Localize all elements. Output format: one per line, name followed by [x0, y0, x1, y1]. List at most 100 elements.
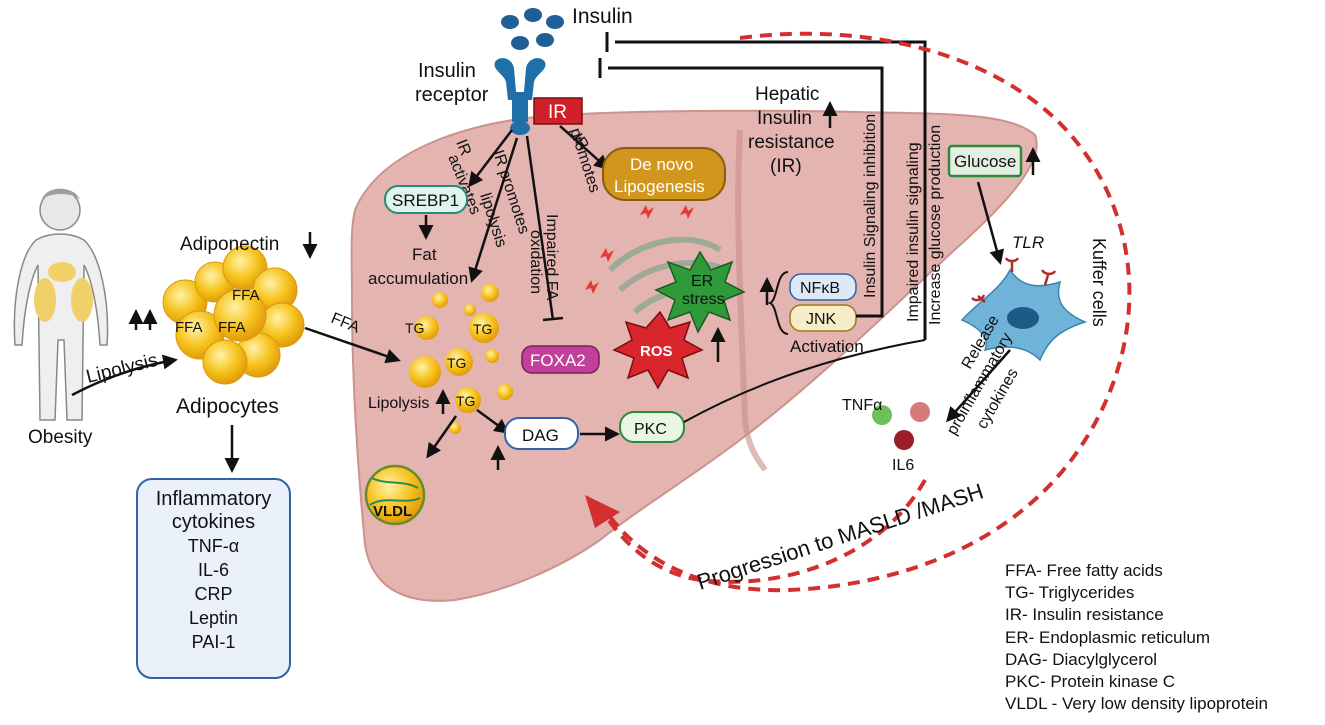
svg-text:JNK: JNK	[806, 311, 837, 328]
tg-label-3: TG	[447, 355, 466, 371]
stress-bolts	[585, 205, 694, 294]
obesity-to-adipocytes-arrow	[71, 354, 178, 397]
kuffer-cells-label: Kuffer cells	[1089, 238, 1109, 327]
svg-text:ROS: ROS	[640, 343, 673, 360]
cytokine-spheres	[872, 402, 930, 450]
il6-label: IL6	[892, 457, 914, 474]
legend-item: ER- Endoplasmic reticulum	[1005, 627, 1211, 647]
insulin-molecules	[501, 8, 564, 50]
legend-item: DAG- Diacylglycerol	[1005, 649, 1158, 669]
svg-text:PKC: PKC	[634, 421, 667, 438]
pkc-to-signaling-line	[683, 339, 926, 423]
svg-text:IR: IR	[548, 102, 567, 123]
dag-node: DAG	[504, 417, 579, 450]
progression-arrows	[601, 31, 1132, 593]
pkc-node: PKC	[619, 411, 685, 443]
cytokine-item: PAI-1	[191, 632, 236, 652]
tnfa-label: TNFα	[842, 397, 882, 414]
ir-box: IR	[533, 97, 583, 125]
ffa-label-2: FFA	[175, 319, 203, 336]
lipolysis-obese-label: Lipolysis	[84, 350, 160, 388]
vldl-particle: VLDL	[364, 464, 426, 526]
activation-label: Activation	[790, 337, 864, 356]
ir-promotes-label-1: IR	[569, 131, 592, 154]
release-cytokines-arrow	[946, 349, 1011, 423]
legend-item: PKC- Protein kinase C	[1005, 672, 1176, 692]
insulin-receptor-label-2: receptor	[415, 84, 489, 106]
ros-burst: ROS	[612, 310, 704, 390]
insulin-signaling-inhibition-label: Insulin Signaling inhibition	[862, 114, 879, 298]
kuffer-cell	[960, 268, 1088, 362]
tg-label-4: TG	[456, 393, 475, 409]
hepatic-label-1: Hepatic	[755, 84, 819, 105]
foxa2-node: FOXA2	[521, 345, 600, 374]
adipocyte-cluster	[162, 245, 305, 385]
lipolysis-liver-label: Lipolysis	[368, 395, 429, 412]
adiponectin-label: Adiponectin	[180, 234, 279, 255]
cytokines-title-1: Inflammatory	[155, 488, 272, 510]
tg-to-vldl-arrow	[426, 415, 458, 459]
svg-text:Glucose: Glucose	[954, 152, 1016, 171]
obese-person-figure	[13, 188, 109, 421]
svg-text:ER: ER	[691, 273, 713, 290]
insulin-label: Insulin	[572, 5, 633, 28]
inflammatory-cytokines-box: Inflammatory cytokines TNF-α IL-6 CRP Le…	[136, 478, 291, 679]
insulin-receptor-icon	[494, 58, 546, 135]
obesity-label: Obesity	[28, 427, 93, 448]
legend-item: TG- Triglycerides	[1005, 583, 1135, 603]
svg-text:DAG: DAG	[522, 426, 559, 445]
svg-text:NFκB: NFκB	[800, 280, 840, 297]
cytokine-item: Leptin	[188, 608, 239, 628]
svg-text:VLDL: VLDL	[373, 503, 412, 520]
legend-item: IR- Insulin resistance	[1005, 605, 1164, 625]
activation-brace	[767, 271, 789, 335]
svg-text:FOXA2: FOXA2	[530, 351, 586, 370]
svg-text:SREBP1: SREBP1	[392, 191, 459, 210]
receptor-output-arrows	[468, 125, 610, 322]
cytokines-title-2: cytokines	[171, 511, 256, 533]
nfkb-node: NFκB	[789, 273, 857, 301]
de-novo-lipogenesis-node: De novo Lipogenesis	[602, 147, 726, 201]
adipocytes-label: Adipocytes	[176, 395, 279, 418]
insulin-receptor-label-1: Insulin	[418, 60, 476, 82]
hepatic-label-4: (IR)	[770, 156, 802, 177]
impaired-fa-label-2: oxidation	[527, 230, 544, 294]
increase-arrows	[128, 309, 158, 330]
hepatic-label-3: resistance	[748, 132, 835, 153]
svg-text:De novo: De novo	[630, 155, 693, 174]
increase-glucose-label: Increase glucose production	[927, 125, 944, 325]
glucose-node: Glucose	[947, 144, 1023, 178]
tg-label-2: TG	[473, 321, 492, 337]
cytokine-item: TNF-α	[187, 536, 240, 556]
tg-to-dag-arrow	[476, 408, 510, 434]
fat-accumulation-label-1: Fat	[412, 245, 437, 264]
legend-item: VLDL - Very low density lipoprotein	[1005, 694, 1269, 714]
tlr-receptors	[971, 257, 1057, 303]
jnk-node: JNK	[789, 304, 857, 332]
svg-text:Lipogenesis: Lipogenesis	[614, 177, 705, 196]
srebp1-node: SREBP1	[384, 185, 468, 214]
hepatic-label-2: Insulin	[757, 108, 812, 129]
signaling-feedback-line	[615, 40, 927, 340]
ffa-to-liver-arrow	[304, 326, 401, 364]
er-stress-star: ER stress	[654, 250, 746, 334]
liver-fat-droplets	[409, 284, 513, 434]
glucose-to-kuffer-arrow	[976, 181, 1005, 265]
jnk-feedback-line	[608, 66, 884, 318]
liver	[350, 109, 1038, 602]
progression-label: Progression to MASLD /MASH	[694, 478, 987, 594]
cytokine-item: CRP	[194, 584, 233, 604]
cytokine-item: IL-6	[197, 560, 230, 580]
ir-activates-label-1: IR	[452, 137, 474, 158]
impaired-fa-label-1: Impaired FA	[543, 214, 560, 301]
legend-item: FFA- Free fatty acids	[1005, 561, 1163, 580]
svg-text:stress: stress	[682, 291, 725, 308]
progression-arrowhead	[585, 495, 620, 528]
tg-label-1: TG	[405, 320, 424, 336]
impaired-insulin-signaling-label: Impaired insulin signaling	[905, 142, 922, 322]
abbreviation-legend: FFA- Free fatty acids TG- Triglycerides …	[1005, 560, 1320, 715]
tlr-label: TLR	[1012, 233, 1044, 252]
ffa-label-1: FFA	[232, 287, 260, 304]
fat-accumulation-label-2: accumulation	[368, 269, 468, 288]
